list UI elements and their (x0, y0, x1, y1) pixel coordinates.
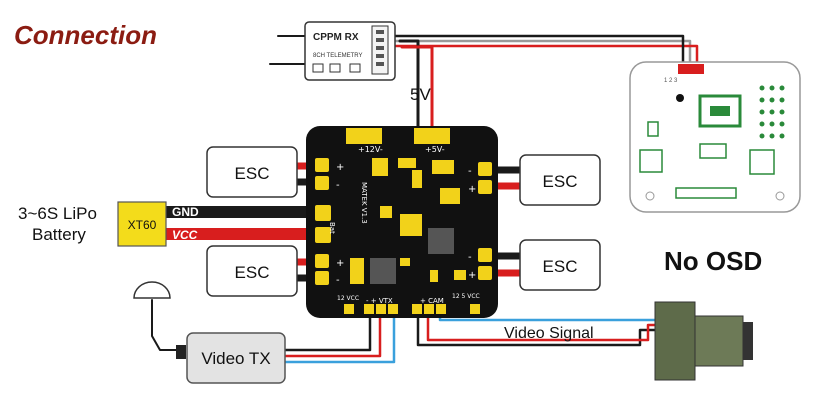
xt60-label: XT60 (128, 218, 157, 232)
video-tx: Video TX (133, 281, 286, 384)
esc-top-right: ESC (519, 154, 601, 206)
pdb-plus-left-bottom: + (336, 258, 344, 269)
pdb-5v-label: +5V- (425, 145, 445, 154)
pdb-vtx-label: - + VTX (366, 297, 393, 305)
esc-bottom-right: ESC (519, 239, 601, 291)
pdb-12vcc-label: 12 VCC (337, 295, 359, 302)
antenna-icon (133, 281, 171, 299)
flight-controller: 1 2 3 (629, 61, 801, 213)
pdb-matek-label: MATEK V1.3 (360, 182, 368, 224)
battery-label-line2: Battery (32, 225, 86, 244)
battery-label-line1: 3~6S LiPo (18, 204, 97, 223)
pdb-minus-right-top: - (468, 166, 472, 177)
video-tx-label: Video TX (201, 349, 270, 368)
esc-label: ESC (543, 257, 578, 276)
esc-top-left: ESC (206, 146, 298, 198)
pdb-minus-left-top: - (336, 180, 340, 191)
receiver-sublabel: 8CH TELEMETRY (313, 53, 362, 59)
pdb-12v-label: +12V- (358, 145, 383, 154)
esc-bottom-left: ESC (206, 245, 298, 297)
cppm-receiver: CPPM RX 8CH TELEMETRY (304, 21, 396, 81)
pdb-5vcc-label: 12 5 VCC (452, 293, 480, 300)
xt60-connector: XT60 (117, 201, 167, 247)
pdb-bat-label: Bat (328, 222, 336, 234)
power-5v-label: 5V (410, 85, 431, 104)
camera (654, 301, 753, 381)
pdb-minus-right-bottom: - (468, 252, 472, 263)
power-distribution-board: +12V- +5V- + - + - - + - + Bat MATEK V1.… (306, 126, 498, 318)
pdb-minus-left-bottom: - (336, 275, 340, 286)
diagram-title: Connection (14, 20, 157, 50)
pdb-plus-right-bottom: + (468, 270, 476, 281)
receiver-name: CPPM RX (313, 32, 359, 43)
gnd-label: GND (172, 205, 199, 219)
pdb-plus-right-top: + (468, 184, 476, 195)
video-signal-label: Video Signal (504, 325, 594, 342)
esc-label: ESC (543, 172, 578, 191)
fc-pin-label: 1 2 3 (664, 78, 678, 84)
esc-label: ESC (235, 263, 270, 282)
pdb-plus-left-top: + (336, 162, 344, 173)
pdb-cam-label: + CAM (420, 297, 444, 305)
esc-label: ESC (235, 164, 270, 183)
no-osd-label: No OSD (664, 246, 762, 276)
vcc-label: VCC (172, 228, 198, 242)
